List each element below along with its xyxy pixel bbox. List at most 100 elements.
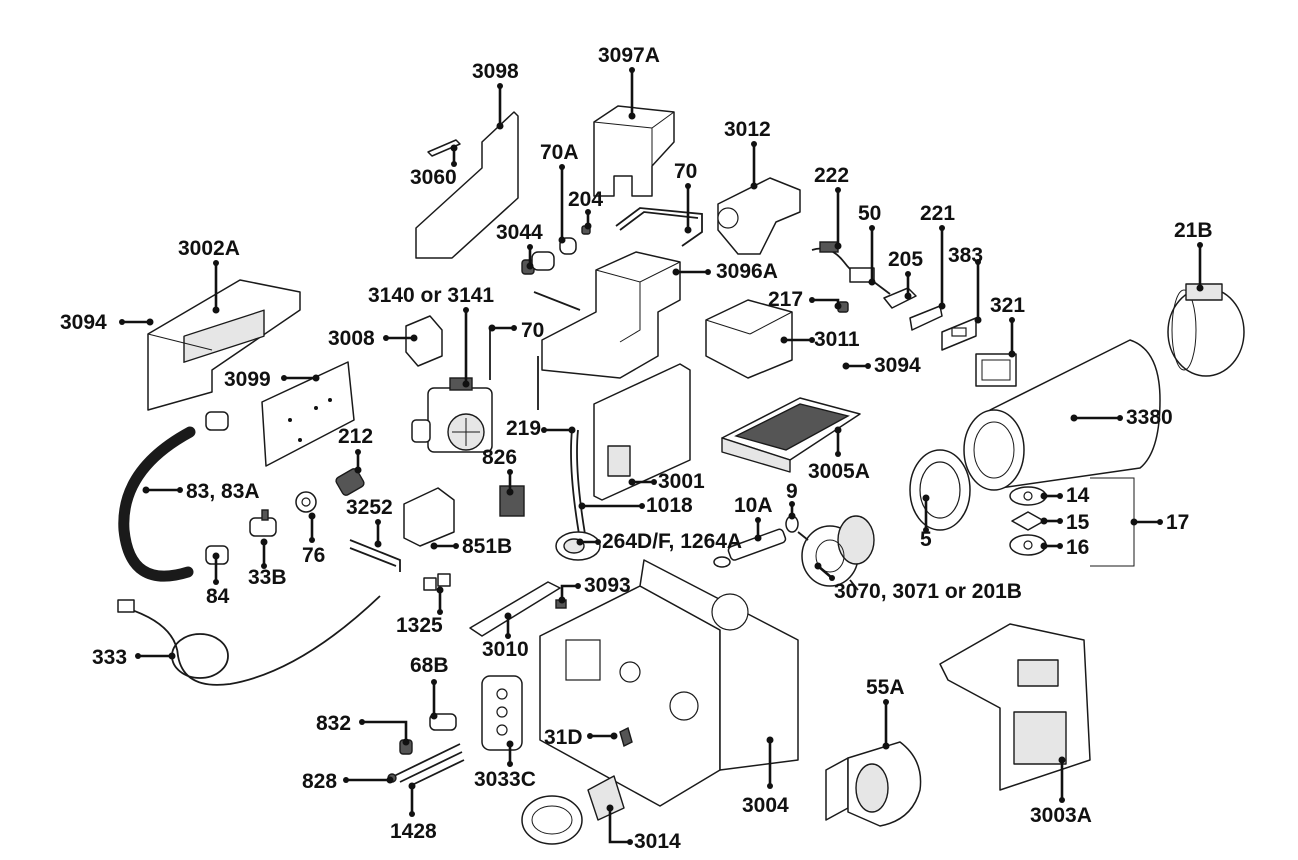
wire-frame-70-drawing xyxy=(615,207,703,247)
leader-end-dot xyxy=(212,552,220,560)
leader-end-dot xyxy=(834,426,842,434)
leader-end-dot xyxy=(430,542,438,550)
leader-start-dot xyxy=(923,527,929,533)
leader-end-dot xyxy=(1040,542,1048,550)
part-label: 333 xyxy=(92,646,127,669)
plate-3099-drawing xyxy=(261,361,355,467)
leader-end-dot xyxy=(488,324,496,332)
leader-end-dot xyxy=(504,612,512,620)
leader-start-dot xyxy=(809,337,815,343)
leader-end-dot xyxy=(526,262,534,270)
part-label: 204 xyxy=(568,188,603,211)
rail-3010-drawing xyxy=(469,581,561,637)
callout-16: 16 xyxy=(1040,536,1089,559)
leader-start-dot xyxy=(585,209,591,215)
leader-start-dot xyxy=(755,517,761,523)
bracket-17-drawing xyxy=(1090,477,1135,567)
part-label: 828 xyxy=(302,770,337,793)
leader-start-dot xyxy=(1197,242,1203,248)
gasket-5-drawing xyxy=(909,449,971,531)
leader-start-dot xyxy=(751,141,757,147)
part-label: 3005A xyxy=(808,460,870,483)
callout-333: 333 xyxy=(92,646,176,669)
part-label: 3140 or 3141 xyxy=(368,284,494,307)
leader-end-dot xyxy=(938,302,946,310)
leader-end-dot xyxy=(628,112,636,120)
mounting-plate-3098-drawing xyxy=(415,111,519,259)
part-label: 3096A xyxy=(716,260,778,283)
leader-end-dot xyxy=(754,534,762,542)
leader-start-dot xyxy=(135,653,141,659)
leader-end-dot xyxy=(436,586,444,594)
leader-start-dot xyxy=(685,183,691,189)
leader-end-dot xyxy=(142,486,150,494)
leader-start-dot xyxy=(905,271,911,277)
leader-end-dot xyxy=(576,538,584,546)
part-label: 3012 xyxy=(724,118,771,141)
callout-50: 50 xyxy=(858,202,881,286)
leader-start-dot xyxy=(559,164,565,170)
callout-217: 217 xyxy=(768,288,842,311)
callout-3011: 3011 xyxy=(780,328,860,351)
callout-205: 205 xyxy=(888,248,923,300)
part-label: 9 xyxy=(786,480,798,503)
leader-end-dot xyxy=(1070,414,1078,422)
callout-3014: 3014 xyxy=(606,804,681,853)
leader-start-dot xyxy=(1009,317,1015,323)
callout-3098: 3098 xyxy=(472,60,519,130)
part-label: 70 xyxy=(521,319,544,342)
callout-14: 14 xyxy=(1040,484,1090,507)
leader-start-dot xyxy=(463,307,469,313)
box-851b-drawing xyxy=(403,487,455,547)
part-label: 3003A xyxy=(1030,804,1092,827)
leader-start-dot xyxy=(1059,797,1065,803)
part-label: 219 xyxy=(506,417,541,440)
leader-start-dot xyxy=(651,479,657,485)
inlet-3014-drawing xyxy=(521,775,625,845)
leader-start-dot xyxy=(639,503,645,509)
leader-end-dot xyxy=(814,562,822,570)
callout-221: 221 xyxy=(920,202,955,310)
leader-start-dot xyxy=(975,259,981,265)
part-label: 21B xyxy=(1174,219,1213,242)
callout-828: 828 xyxy=(302,770,394,793)
callout-321: 321 xyxy=(990,294,1025,358)
callout-10a: 10A xyxy=(734,494,773,542)
callout-9: 9 xyxy=(786,480,798,520)
leader-end-dot xyxy=(568,426,576,434)
part-label: 3033C xyxy=(474,768,536,791)
part-label: 14 xyxy=(1066,484,1090,507)
part-label: 321 xyxy=(990,294,1025,317)
part-label: 222 xyxy=(814,164,849,187)
leader-end-dot xyxy=(868,278,876,286)
leader-start-dot xyxy=(595,539,601,545)
leader-end-dot xyxy=(506,740,514,748)
callout-3094-left: 3094 xyxy=(60,311,154,334)
leader-end-dot xyxy=(260,538,268,546)
leader-start-dot xyxy=(119,319,125,325)
part-label: 3004 xyxy=(742,794,789,817)
part-205-drawing xyxy=(883,287,917,309)
leader-end-dot xyxy=(904,292,912,300)
blower-wheel-3070-drawing xyxy=(797,515,875,591)
callout-76: 76 xyxy=(302,512,325,567)
tray-3011-drawing xyxy=(705,299,793,379)
fitting-76-drawing xyxy=(295,491,317,513)
leader-start-dot xyxy=(383,335,389,341)
tube-219-drawing xyxy=(570,429,587,541)
callout-3070: 3070, 3071 or 201B xyxy=(814,562,1022,603)
callout-21b: 21B xyxy=(1174,219,1213,292)
leader-end-dot xyxy=(628,478,636,486)
leader-end-dot xyxy=(606,804,614,812)
leader-end-dot xyxy=(780,336,788,344)
cord-333-drawing xyxy=(117,595,381,686)
leader-start-dot xyxy=(541,427,547,433)
leader-start-dot xyxy=(1057,493,1063,499)
leader-end-dot xyxy=(212,306,220,314)
callout-3094-right: 3094 xyxy=(842,354,921,377)
leader-start-dot xyxy=(627,839,633,845)
leader-line xyxy=(608,808,630,844)
leader-end-dot xyxy=(684,226,692,234)
clip-31d-drawing xyxy=(619,726,633,748)
